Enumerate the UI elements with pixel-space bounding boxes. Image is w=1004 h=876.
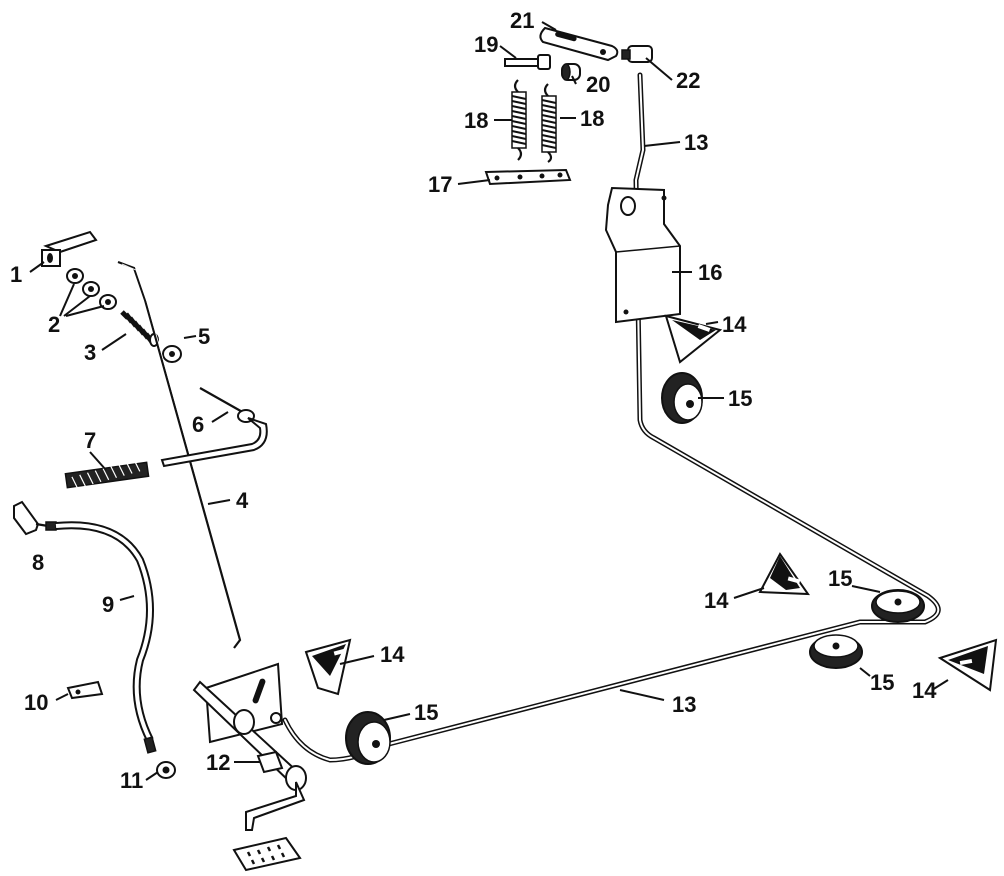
callout-13-lower: 13 [672, 692, 696, 717]
part-14-guide-upper [664, 314, 723, 364]
part-15-pulley-lower [345, 711, 391, 765]
callout-15-lower: 15 [414, 700, 438, 725]
callout-2: 2 [48, 312, 60, 337]
part-2-washers [66, 268, 117, 310]
part-5-washer [162, 345, 182, 363]
part-9-cable [55, 521, 157, 754]
callout-18-right: 18 [580, 106, 604, 131]
callout-15-middle: 15 [870, 670, 894, 695]
part-1-bracket [41, 230, 98, 267]
callout-15-right: 15 [828, 566, 852, 591]
callout-11: 11 [120, 768, 143, 793]
callout-12: 12 [206, 750, 230, 775]
part-12-pedal-assembly [192, 662, 307, 872]
callout-14-left: 14 [380, 642, 405, 667]
callout-6: 6 [192, 412, 204, 437]
part-15-pulley-middle [809, 634, 863, 669]
part-18-spring-right [541, 83, 557, 163]
part-14-guide-left [304, 638, 352, 696]
callout-16: 16 [698, 260, 722, 285]
callout-14-right: 14 [912, 678, 937, 703]
callout-5: 5 [198, 324, 210, 349]
cable-13 [282, 72, 941, 763]
callout-10: 10 [24, 690, 48, 715]
callout-labels: 1 2 3 4 5 6 7 8 9 10 11 12 13 13 14 14 1… [10, 8, 937, 793]
callout-19: 19 [474, 32, 498, 57]
callout-20: 20 [586, 72, 610, 97]
callout-1: 1 [10, 262, 22, 287]
part-11-nut [156, 761, 176, 779]
leader-lines [29, 21, 949, 781]
part-6-pin [160, 387, 268, 468]
part-7-threaded-rod [64, 459, 150, 489]
part-8-handle [13, 500, 57, 536]
callout-14-upper: 14 [722, 312, 747, 337]
part-19-bolt [504, 54, 551, 70]
callout-21: 21 [510, 8, 534, 33]
callout-18-left: 18 [464, 108, 488, 133]
callout-8: 8 [32, 550, 44, 575]
callout-15-upper: 15 [728, 386, 752, 411]
part-14-guide-right [937, 638, 998, 692]
callout-17: 17 [428, 172, 452, 197]
part-4-rod [117, 260, 243, 649]
part-10-clip [66, 680, 104, 700]
callout-3: 3 [84, 340, 96, 365]
part-16-bracket [604, 186, 681, 324]
callout-9: 9 [102, 592, 114, 617]
part-15-pulley-upper [661, 372, 703, 424]
part-18-spring-left [511, 79, 527, 161]
part-15-pulley-right [871, 589, 925, 623]
callout-22: 22 [676, 68, 700, 93]
callout-7: 7 [84, 428, 96, 453]
callout-13-upper: 13 [684, 130, 708, 155]
part-17-plate [484, 168, 572, 186]
part-20-bushing [561, 63, 581, 81]
part-3-spring [120, 310, 159, 347]
part-14-guide-middle [758, 552, 810, 596]
callout-14-middle: 14 [704, 588, 729, 613]
part-21-link-plate [539, 26, 619, 62]
callout-4: 4 [236, 488, 249, 513]
